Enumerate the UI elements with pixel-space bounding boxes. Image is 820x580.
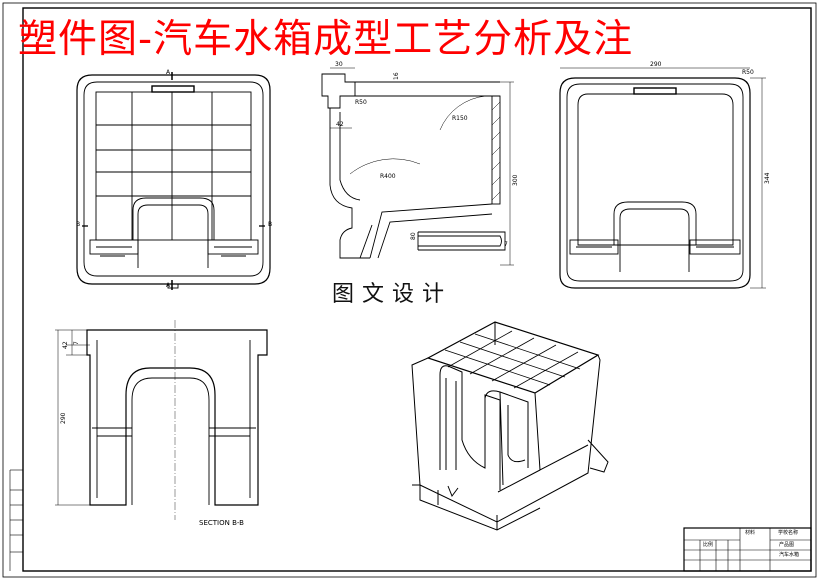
- title-block-name: 汽车水箱: [779, 552, 800, 558]
- dim-side-42: 42: [336, 121, 344, 128]
- front-view: [76, 72, 271, 290]
- section-label: SECTION B-B: [199, 519, 244, 527]
- dim-side-16: 16: [393, 72, 400, 80]
- title-block: [683, 527, 812, 572]
- dim-side-7: 7: [504, 241, 508, 248]
- dim-right-344: 344: [764, 172, 771, 184]
- dim-side-r150: R150: [452, 115, 468, 122]
- dim-section-42: 42: [62, 341, 69, 349]
- section-mark-a-top: A: [166, 69, 171, 76]
- dim-right-r50: R50: [742, 69, 754, 76]
- watermark-text: 图文设计: [332, 282, 453, 307]
- title-block-label-1: 材料: [745, 530, 756, 536]
- dim-right-290: 290: [650, 61, 662, 68]
- title-block-label-2: 比例: [703, 542, 714, 548]
- section-mark-b-left: B: [76, 221, 81, 228]
- inner-border: [22, 7, 812, 572]
- dim-side-r50: R50: [355, 99, 367, 106]
- title-block-school: 学校名称: [778, 530, 799, 536]
- isometric-view: [411, 321, 609, 531]
- dim-side-r400: R400: [380, 173, 396, 180]
- section-mark-b-right: B: [268, 221, 273, 228]
- left-strip: [9, 469, 23, 571]
- dim-side-30: 30: [335, 61, 343, 68]
- dim-section-290: 290: [60, 412, 67, 424]
- dim-side-80: 80: [410, 232, 417, 240]
- section-view: [55, 320, 268, 520]
- right-view: [559, 67, 766, 289]
- dim-section-7: 7: [73, 341, 80, 345]
- drawing-title: 塑件图-汽车水箱成型工艺分析及注: [18, 17, 634, 62]
- title-block-product: 产品图: [779, 542, 795, 548]
- section-mark-a-bottom: A: [166, 282, 171, 289]
- side-view: [321, 67, 514, 266]
- dim-side-300: 300: [512, 174, 519, 186]
